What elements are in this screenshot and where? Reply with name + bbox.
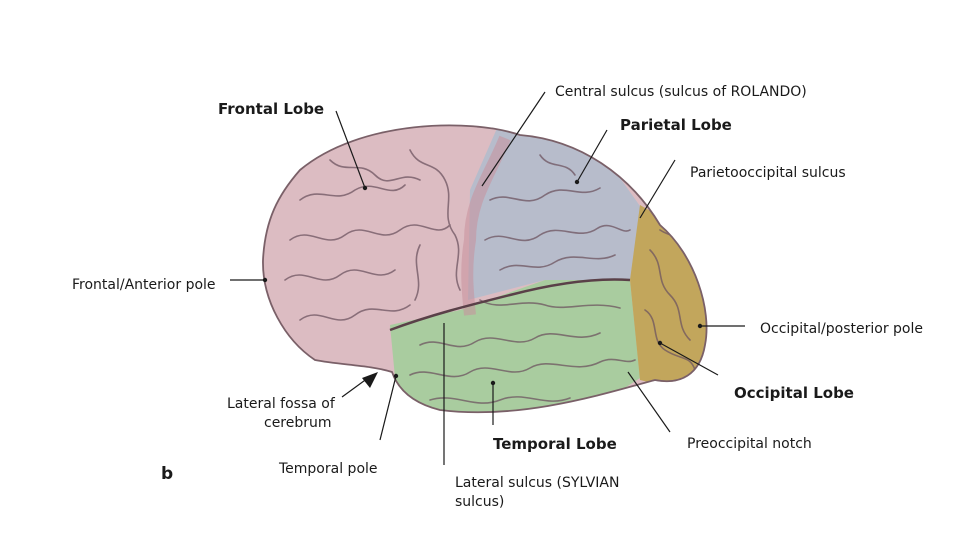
panel-letter: b xyxy=(161,464,174,484)
lateral-fossa-label-line1: Lateral fossa of xyxy=(227,396,335,412)
parietal-lobe-label: Parietal Lobe xyxy=(620,116,732,134)
occipital-lobe-dot xyxy=(657,340,663,346)
occipital-lobe-label: Occipital Lobe xyxy=(734,384,854,402)
frontal-pole-dot xyxy=(262,277,268,283)
lateral-sulcus-label-line2: sulcus) xyxy=(455,494,505,510)
lateral-sulcus-fissure xyxy=(389,278,631,332)
parietal-lobe-dot xyxy=(574,179,580,185)
parietal-lobe-leader xyxy=(576,129,608,183)
brain-outline xyxy=(262,124,708,414)
preoccipital-notch-label: Preoccipital notch xyxy=(687,436,812,452)
frontal-lobe-dot xyxy=(362,185,368,191)
central-sulcus-band xyxy=(461,135,511,316)
temporal-pole-dot xyxy=(393,373,399,379)
temporal-pole-leader xyxy=(379,375,397,441)
gyri-lines xyxy=(284,149,701,404)
lateral-fossa-arrow-line xyxy=(341,377,369,398)
temporal-lobe-region xyxy=(390,280,640,413)
parietal-lobe-region xyxy=(468,125,650,300)
preoccipital-notch-leader xyxy=(627,371,671,433)
frontal-lobe-label: Frontal Lobe xyxy=(218,100,325,118)
central-sulcus-leader xyxy=(481,91,546,187)
central-sulcus-label: Central sulcus (sulcus of ROLANDO) xyxy=(555,84,807,100)
occipital-pole-dot xyxy=(697,323,703,329)
temporal-pole-label: Temporal pole xyxy=(279,461,378,477)
frontal-pole-label: Frontal/Anterior pole xyxy=(72,277,216,293)
lateral-fossa-label-line2: cerebrum xyxy=(264,415,332,431)
occipital-pole-label: Occipital/posterior pole xyxy=(760,321,923,337)
parietooccipital-sulcus-leader xyxy=(639,159,676,219)
lateral-fossa-arrowhead xyxy=(362,372,378,388)
parietooccipital-sulcus-label: Parietooccipital sulcus xyxy=(690,165,846,181)
temporal-lobe-dot xyxy=(490,380,496,386)
temporal-lobe-label: Temporal Lobe xyxy=(493,435,617,453)
lateral-sulcus-label-line1: Lateral sulcus (SYLVIAN xyxy=(455,475,620,491)
frontal-lobe-leader xyxy=(335,110,366,189)
occipital-lobe-leader xyxy=(659,342,719,376)
occipital-lobe-region xyxy=(630,205,707,395)
